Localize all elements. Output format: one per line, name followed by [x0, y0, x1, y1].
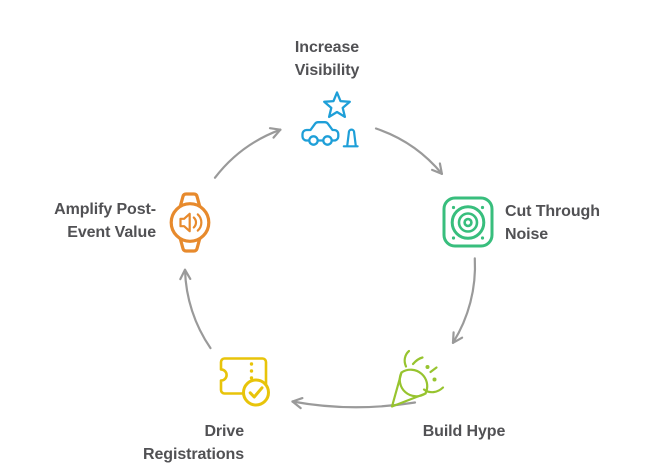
arrowhead [268, 127, 282, 131]
loudspeaker-icon [442, 196, 494, 248]
arrowhead [291, 397, 304, 403]
star-car-cone-icon [301, 91, 359, 148]
ticket-outline [219, 357, 268, 395]
label-amplify-post-event-value: Amplify Post- Event Value [0, 198, 156, 244]
label-line: Amplify Post- [54, 201, 156, 218]
arrowhead [179, 268, 187, 281]
label-line: Cut Through [505, 203, 600, 220]
arrowhead [431, 168, 443, 175]
cycle-arrows [179, 127, 477, 410]
confetti-dot [432, 377, 437, 382]
arrowhead [451, 336, 464, 344]
confetti-streamer [411, 356, 424, 366]
smartwatch-sound-icon [169, 192, 211, 253]
speaker-screw-dot [480, 236, 485, 240]
speaker-screw-dot [451, 205, 456, 210]
arrow-right-to-bottom-right [451, 257, 477, 344]
arrow-left-to-top [213, 127, 282, 179]
confetti-line [429, 366, 438, 374]
label-increase-visibility: Increase Visibility [227, 36, 427, 82]
ticket-perforation-dot [249, 369, 254, 373]
label-build-hype: Build Hype [384, 420, 544, 443]
arrow-bottom-left-to-left [179, 268, 212, 350]
confetti-swoosh [422, 386, 445, 394]
arrowhead [272, 128, 282, 139]
arrowhead [183, 268, 192, 280]
watch-band-top [178, 192, 202, 208]
speaker-screw-dot [451, 236, 456, 240]
check-circle [242, 378, 270, 407]
label-drive-registrations: Drive Registrations [44, 420, 244, 466]
watch-band-bottom [178, 237, 202, 253]
arrowhead [451, 331, 455, 344]
watch-face [169, 202, 211, 243]
arrowhead [438, 162, 443, 175]
label-line: Visibility [294, 62, 360, 79]
label-cut-through-noise: Cut Through Noise [505, 200, 640, 246]
arrowhead [291, 400, 302, 410]
label-line: Noise [505, 226, 549, 243]
sound-wave [192, 216, 198, 229]
popper-mouth [398, 371, 427, 398]
car-wheel [308, 135, 319, 146]
car-icon [301, 121, 340, 142]
label-line: Increase [294, 39, 360, 56]
label-line: Build Hype [422, 423, 506, 440]
label-line: Drive [204, 423, 244, 440]
confetti-dot [425, 365, 430, 369]
ticket-perforation-dot [249, 376, 254, 380]
ticket-checkmark-icon [219, 357, 270, 407]
party-popper-icon [390, 349, 445, 408]
confetti-streamer [403, 349, 411, 368]
traffic-cone-icon [342, 128, 359, 148]
star-icon [323, 91, 351, 119]
arrow-top-to-right [374, 127, 443, 175]
ticket-perforation-dot [249, 362, 254, 366]
arrow-bottom-right-to-bottom-left [291, 397, 417, 410]
checkmark [248, 386, 264, 399]
popper-cone [390, 368, 429, 408]
car-wheel [322, 135, 333, 146]
label-line: Registrations [143, 446, 244, 463]
speaker-screw-dot [480, 205, 485, 210]
speaker-cone [179, 212, 191, 233]
sound-wave [196, 213, 203, 232]
label-line: Event Value [67, 224, 156, 241]
